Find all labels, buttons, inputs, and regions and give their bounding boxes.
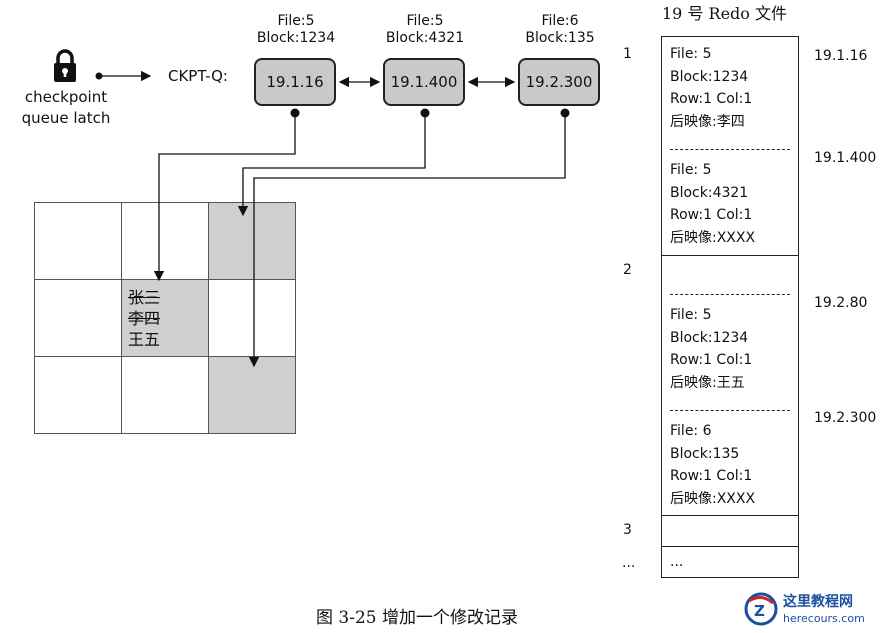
watermark-logo-icon: Z: [744, 592, 778, 626]
redo-block-number: 3: [623, 522, 632, 538]
redo-block-2: File: 5 Block:1234 Row:1 Col:1 后映像:王五 Fi…: [662, 255, 798, 516]
figure-caption: 图 3-25 增加一个修改记录: [316, 608, 518, 628]
buffer-block: [121, 356, 209, 434]
redo-file-title: 19 号 Redo 文件: [662, 4, 788, 23]
dirty-buffer-block: [208, 356, 296, 434]
redo-record: File: 5 Block:1234 Row:1 Col:1 后映像:李四: [670, 46, 753, 130]
buffer-block: [34, 202, 122, 280]
rba-label: 19.1.400: [814, 150, 877, 166]
buffer-block: [34, 356, 122, 434]
buffer-cache-grid: 张三 李四 王五: [34, 202, 296, 434]
row-value-old-1: 张三: [128, 288, 161, 307]
checkpoint-queue-node-1: 19.1.16: [254, 58, 336, 106]
checkpoint-queue-node-2: 19.1.400: [383, 58, 465, 106]
rba-label: 19.2.300: [814, 410, 877, 426]
redo-block-1: File: 5 Block:1234 Row:1 Col:1 后映像:李四 Fi…: [662, 37, 798, 256]
ckpt-queue-label: CKPT-Q:: [168, 67, 228, 85]
row-value-current: 王五: [128, 330, 161, 349]
svg-text:Z: Z: [754, 602, 765, 620]
record-divider: [670, 294, 790, 295]
watermark-name: 这里教程网: [783, 594, 853, 610]
redo-block-number: 2: [623, 262, 632, 278]
rba-label: 19.2.80: [814, 295, 868, 311]
redo-block-more: ...: [670, 554, 684, 570]
record-divider: [670, 410, 790, 411]
redo-record: File: 5 Block:4321 Row:1 Col:1 后映像:XXXX: [670, 162, 756, 246]
redo-block-3: [662, 515, 798, 547]
row-value-old-2: 李四: [128, 309, 161, 328]
node-2-to-buffer-arrow: [237, 108, 430, 217]
redo-block-number: 1: [623, 46, 632, 62]
redo-file: File: 5 Block:1234 Row:1 Col:1 后映像:李四 Fi…: [661, 36, 799, 578]
record-divider: [670, 149, 790, 150]
latch-label: checkpoint queue latch: [21, 88, 111, 127]
node-1-to-buffer-arrow: [153, 108, 300, 282]
watermark-url: herecours.com: [783, 612, 865, 625]
checkpoint-queue-node-3: 19.2.300: [518, 58, 600, 106]
dirty-buffer-block: [208, 202, 296, 280]
dirty-buffer-block-1234: 张三 李四 王五: [121, 279, 209, 357]
latch-arrow: [95, 70, 152, 82]
redo-block-number: ...: [622, 555, 636, 571]
lock-icon: [54, 49, 76, 82]
buffer-block: [34, 279, 122, 357]
watermark: Z 这里教程网 herecours.com: [743, 591, 883, 631]
rba-label: 19.1.16: [814, 48, 868, 64]
redo-record: File: 6 Block:135 Row:1 Col:1 后映像:XXXX: [670, 423, 756, 507]
redo-record: File: 5 Block:1234 Row:1 Col:1 后映像:王五: [670, 307, 753, 391]
node-3-to-buffer-arrow: [248, 108, 570, 368]
